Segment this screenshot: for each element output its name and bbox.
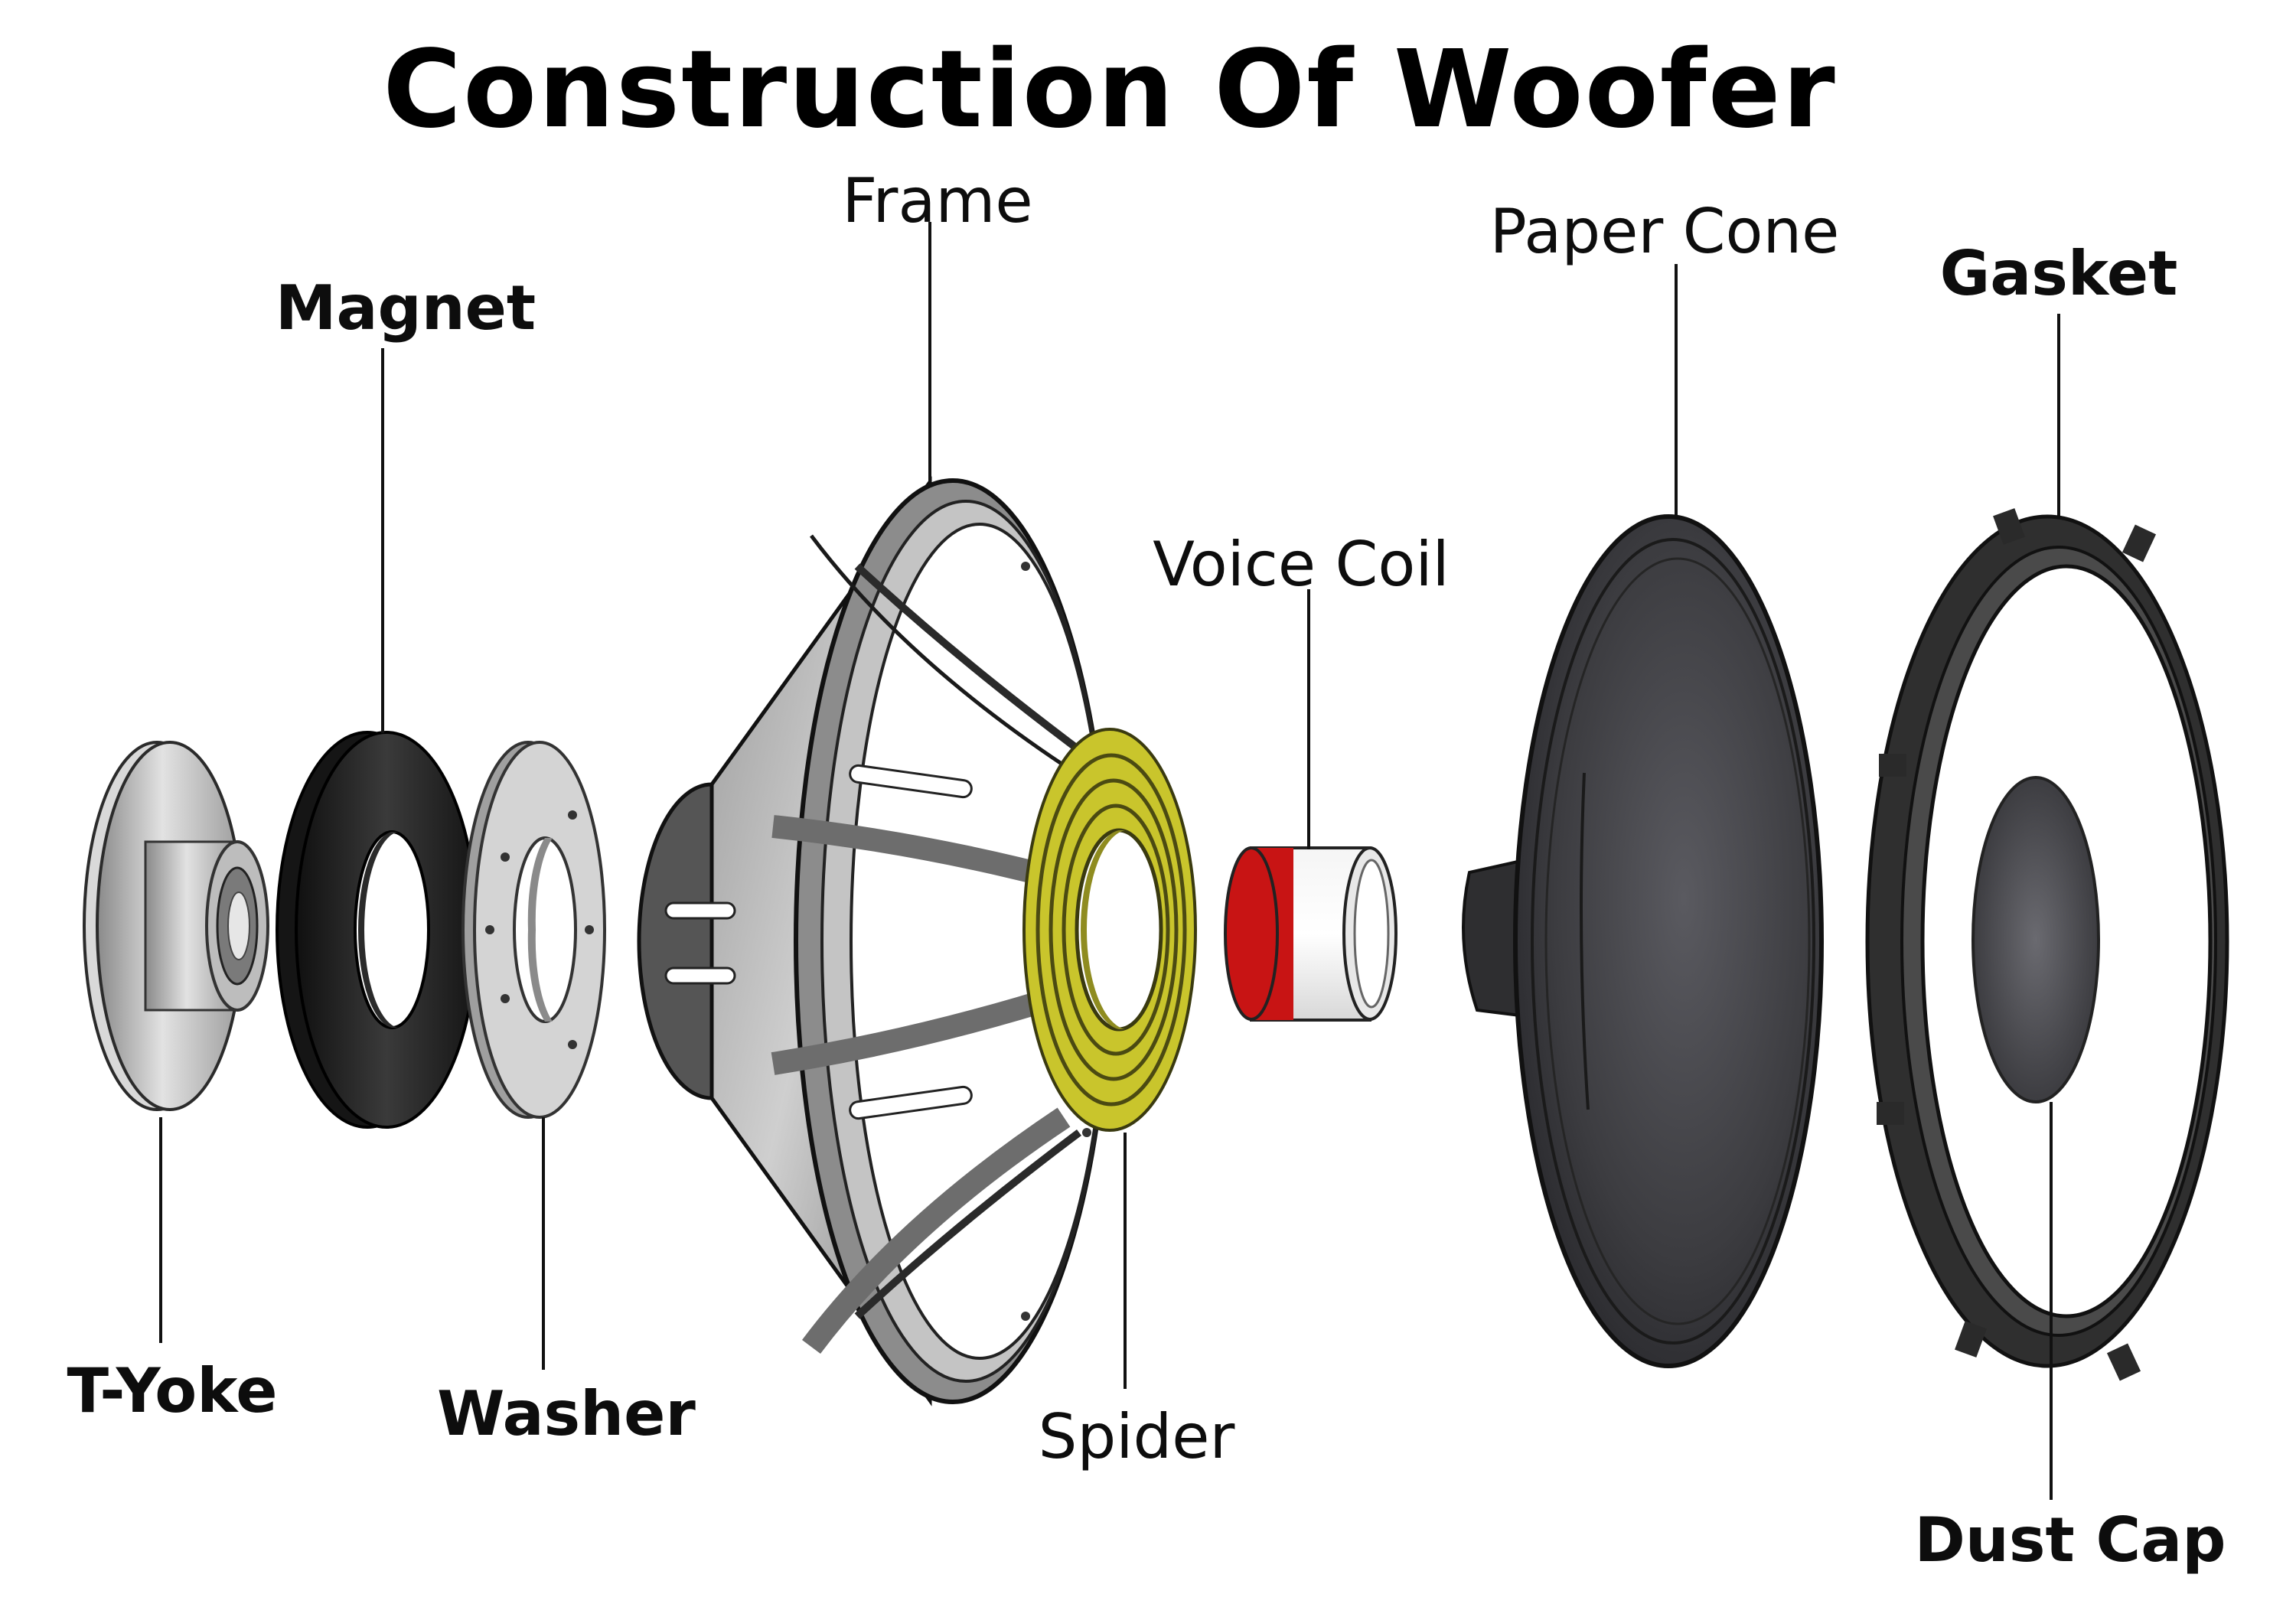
leader-lines xyxy=(159,222,2060,1500)
t-yoke-part xyxy=(83,741,269,1111)
label-washer: Washer xyxy=(437,1378,696,1449)
label-gasket: Gasket xyxy=(1940,238,2178,309)
voice-coil-part xyxy=(1224,846,1397,1022)
label-t-yoke: T-Yoke xyxy=(67,1355,277,1426)
label-voice-coil: Voice Coil xyxy=(1153,529,1450,600)
label-spider: Spider xyxy=(1039,1401,1235,1472)
frame-part xyxy=(637,476,1112,1406)
label-dust-cap: Dust Cap xyxy=(1914,1504,2226,1576)
washer-part xyxy=(461,741,606,1119)
spider-part xyxy=(1022,728,1197,1132)
paper-cone-part xyxy=(1462,514,1824,1368)
label-magnet: Magnet xyxy=(276,272,536,344)
label-paper-cone: Paper Cone xyxy=(1490,196,1840,267)
dust-cap-part xyxy=(1971,776,2100,1103)
label-frame: Frame xyxy=(842,165,1032,236)
diagram-title: Construction Of Woofer xyxy=(383,28,1836,152)
magnet-part xyxy=(276,731,478,1129)
